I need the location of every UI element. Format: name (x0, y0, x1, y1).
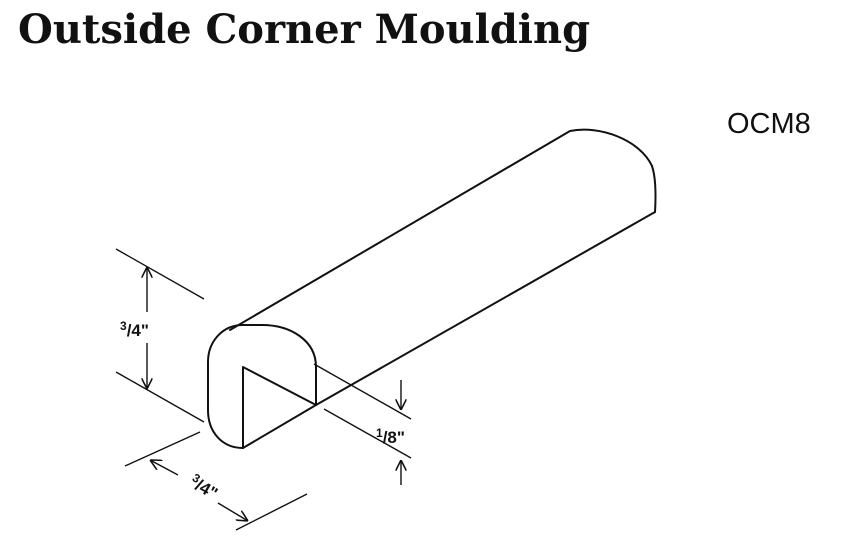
extension-line (235, 493, 308, 531)
front-profile (207, 324, 317, 449)
back-edge (651, 165, 657, 213)
extension-line (323, 408, 412, 459)
extension-line (124, 431, 201, 467)
width-arrow (217, 502, 248, 521)
width-arrow (150, 460, 179, 476)
extension-line (115, 248, 205, 300)
bottom-edge (315, 211, 656, 406)
dimension-lines (115, 248, 412, 531)
inner-notch (242, 366, 317, 449)
extension-line (115, 371, 205, 423)
thickness-dimension-label: 1/8" (376, 426, 405, 447)
moulding-body (207, 128, 657, 449)
product-code: OCM8 (727, 108, 811, 140)
extension-line (313, 363, 412, 420)
height-dimension-label: 3/4" (120, 319, 149, 340)
top-edge (229, 128, 653, 331)
width-dimension-label: 3/4" (186, 471, 222, 504)
page-title: Outside Corner Moulding (18, 6, 591, 53)
